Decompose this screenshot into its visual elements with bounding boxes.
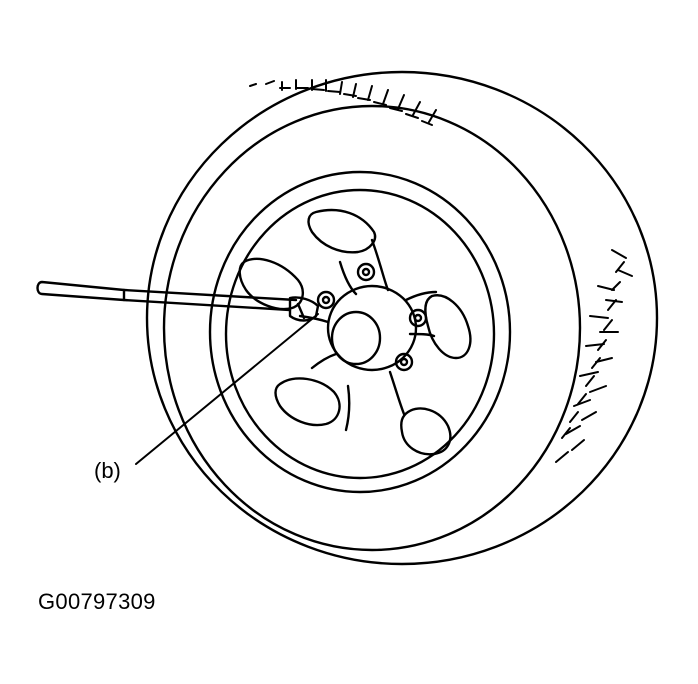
lug-wrench [36, 280, 320, 322]
spoke-opening-upper-left [238, 257, 304, 311]
hub-cap [330, 310, 382, 366]
spoke-opening-top [307, 208, 377, 254]
spoke-opening-lower-left [274, 377, 341, 427]
spoke-opening-right [424, 294, 472, 360]
tread-top [249, 79, 437, 126]
rim-inner [224, 188, 496, 480]
tire-outer-edge [145, 70, 659, 566]
hub-outer [326, 284, 418, 372]
rim-outer [208, 170, 512, 494]
figure-id: G00797309 [38, 589, 156, 614]
spoke-opening-bottom [400, 407, 452, 456]
tire-sidewall-edge [162, 104, 582, 552]
lug-nuts [316, 262, 428, 372]
tread-right [555, 249, 633, 463]
callout-label-b: (b) [94, 458, 121, 483]
spoke-edges [298, 238, 438, 432]
callout-leader-line [135, 313, 319, 465]
